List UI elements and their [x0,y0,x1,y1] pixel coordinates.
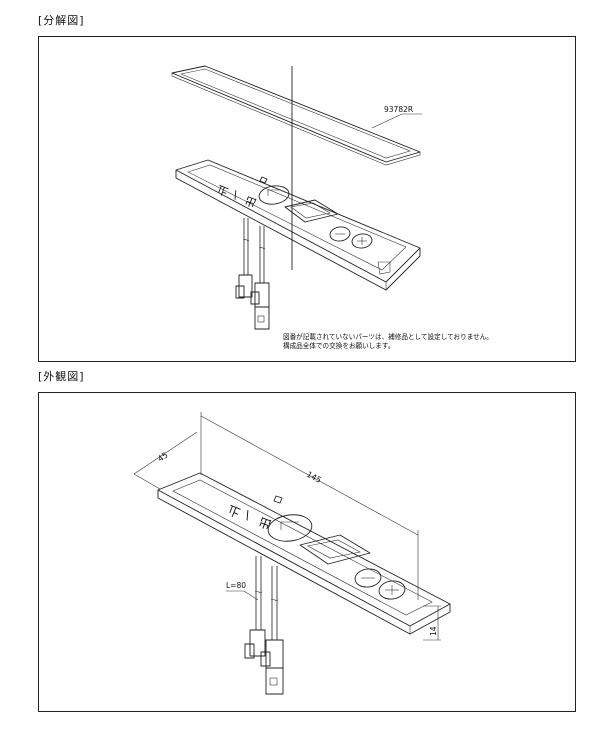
ext-display-window [299,534,371,565]
ext-minus-button [354,568,382,588]
panel-label-slash: / [231,188,240,202]
exterior-view-title: [外観図] [38,370,85,383]
plus-button [351,233,373,249]
exploded-view-frame [38,36,576,362]
dimension-width: 45 [133,431,198,490]
display-window [284,199,339,223]
ext-label-off: 止 [226,502,242,519]
exterior-panel-body: 止 / 出 [157,472,451,635]
dimension-width-label: 45 [156,450,169,463]
ext-label-on: 出 [257,514,273,531]
dimension-length-label: 145 [305,470,323,485]
part-number-label: 93782R [384,105,413,114]
dimension-thickness-label: 14 [429,626,438,636]
panel-label-on: 出 [243,193,258,210]
ext-label-slash: / [243,508,253,523]
power-button [258,185,290,205]
dimension-cable-length: L=80 [226,581,259,601]
exterior-view-frame [38,392,576,712]
dimension-thickness: 14 [423,605,441,641]
cover-sheet-part [171,65,421,166]
control-panel-body: 止 / 出 [175,159,421,291]
exploded-note-line1: 図番が記載されていないパーツは、補修品として設定しておりません。 [283,333,493,341]
exploded-note-line2: 構成品全体での交換をお願いします。 [283,342,395,350]
minus-button [329,226,351,242]
cable-connectors [235,218,270,330]
exploded-view-title: [分解図] [38,14,85,27]
ext-power-button [267,514,313,542]
dimension-cable-label: L=80 [226,581,246,590]
ext-plus-button [378,580,406,600]
exterior-cables [244,556,284,695]
panel-label-off: 止 [215,182,230,198]
part-leader-line [371,113,403,129]
